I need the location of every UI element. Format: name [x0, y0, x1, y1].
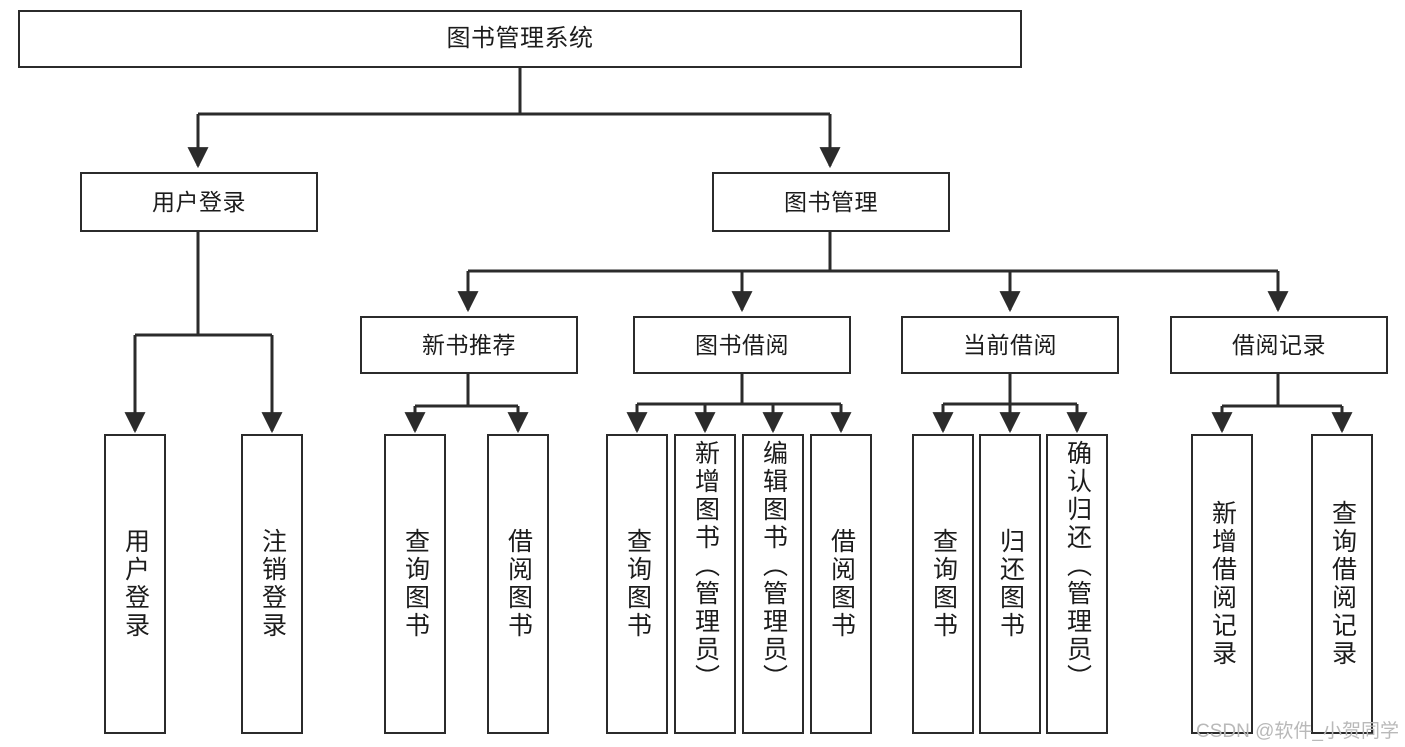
- node-label: 图书借阅: [695, 331, 789, 358]
- node-label: 借阅图书: [504, 528, 533, 640]
- leaf-confirm-return-admin[interactable]: 确认归还（管理员）: [1046, 434, 1108, 734]
- node-label: 新增借阅记录: [1208, 500, 1237, 668]
- leaf-add-book-admin[interactable]: 新增图书（管理员）: [674, 434, 736, 734]
- node-label: 图书管理系统: [446, 25, 594, 53]
- leaf-borrow-books[interactable]: 借阅图书: [810, 434, 872, 734]
- node-label: 用户登录: [152, 188, 246, 215]
- node-new-book-recommendation[interactable]: 新书推荐: [360, 316, 578, 374]
- node-root-book-management-system[interactable]: 图书管理系统: [18, 10, 1022, 68]
- node-label: 查询图书: [401, 528, 430, 640]
- node-label: 借阅图书: [827, 528, 856, 640]
- leaf-edit-book-admin[interactable]: 编辑图书（管理员）: [742, 434, 804, 734]
- node-label: 新增图书（管理员）: [691, 440, 720, 692]
- leaf-query-books-borrow[interactable]: 查询图书: [606, 434, 668, 734]
- leaf-borrow-books-recommend[interactable]: 借阅图书: [487, 434, 549, 734]
- node-label: 查询借阅记录: [1328, 500, 1357, 668]
- leaf-query-books-recommend[interactable]: 查询图书: [384, 434, 446, 734]
- leaf-return-books[interactable]: 归还图书: [979, 434, 1041, 734]
- node-label: 当前借阅: [963, 331, 1057, 358]
- node-label: 查询图书: [929, 528, 958, 640]
- node-current-borrowing[interactable]: 当前借阅: [901, 316, 1119, 374]
- leaf-logout[interactable]: 注销登录: [241, 434, 303, 734]
- node-label: 确认归还（管理员）: [1063, 440, 1092, 692]
- leaf-query-books-current[interactable]: 查询图书: [912, 434, 974, 734]
- leaf-user-login[interactable]: 用户登录: [104, 434, 166, 734]
- node-label: 编辑图书（管理员）: [759, 440, 788, 692]
- node-label: 查询图书: [623, 528, 652, 640]
- node-book-management[interactable]: 图书管理: [712, 172, 950, 232]
- node-label: 注销登录: [258, 528, 287, 640]
- node-label: 新书推荐: [422, 331, 516, 358]
- leaf-query-borrow-record[interactable]: 查询借阅记录: [1311, 434, 1373, 734]
- node-label: 借阅记录: [1232, 331, 1326, 358]
- node-label: 图书管理: [784, 188, 878, 215]
- node-user-login[interactable]: 用户登录: [80, 172, 318, 232]
- leaf-add-borrow-record[interactable]: 新增借阅记录: [1191, 434, 1253, 734]
- node-label: 归还图书: [996, 528, 1025, 640]
- node-label: 用户登录: [121, 528, 150, 640]
- node-borrowing-record[interactable]: 借阅记录: [1170, 316, 1388, 374]
- node-book-borrowing[interactable]: 图书借阅: [633, 316, 851, 374]
